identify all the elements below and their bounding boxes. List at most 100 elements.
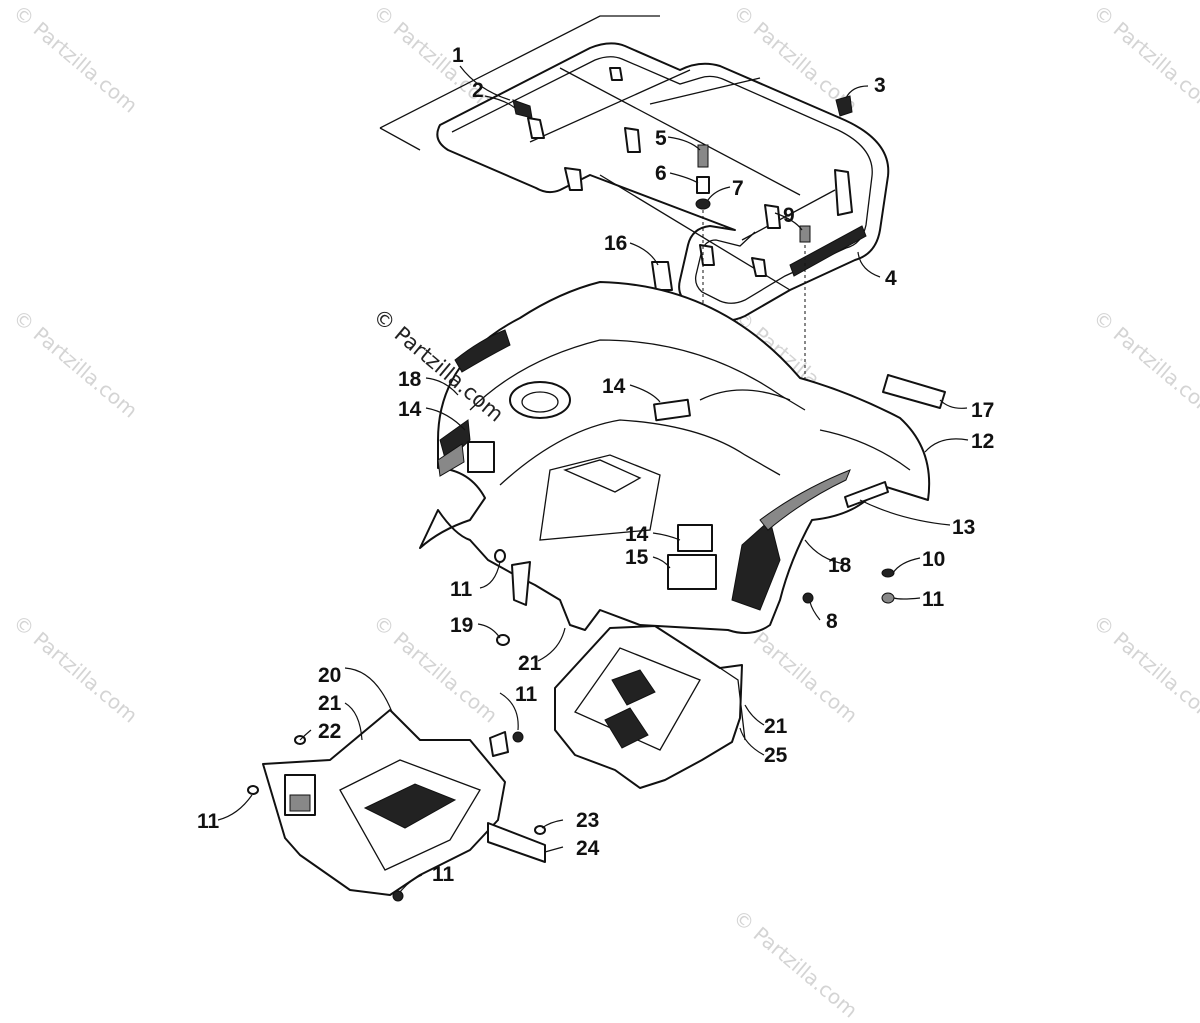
callout: 3: [874, 74, 886, 97]
rack-leg: [834, 169, 853, 216]
diagram-drawing: 1 2 3 4 5 6 7 9 16 17 12 13 10 11 18 8 1…: [197, 15, 994, 902]
callout: 8: [826, 610, 838, 633]
fender-graphic-18: [439, 419, 471, 463]
warning-decal-14: [467, 441, 495, 473]
fender-contour: [819, 429, 911, 471]
bracket-line: [379, 15, 660, 129]
rack-leg: [564, 167, 583, 191]
callout: 11: [515, 683, 538, 706]
washer-10: [881, 568, 895, 578]
callout: 5: [655, 127, 667, 150]
rack-clip: [512, 99, 533, 119]
callout: 14: [398, 398, 422, 421]
storage-compartment: [539, 454, 661, 541]
bracket-line: [379, 127, 421, 151]
nut-11: [512, 731, 524, 743]
spacer: [696, 176, 710, 194]
rack-cross-rail: [529, 69, 691, 143]
callout: 4: [885, 267, 897, 290]
footwell-floor: [339, 759, 481, 871]
callout: 16: [604, 232, 627, 255]
fender-bracket: [511, 561, 531, 606]
rack-cross-rail: [741, 189, 836, 241]
callout: 15: [625, 546, 649, 569]
callout: 21: [318, 692, 342, 715]
rack-plug: [835, 95, 853, 117]
callout: 14: [625, 523, 649, 546]
decal-17: [882, 374, 946, 409]
screw: [799, 225, 811, 243]
callout: 23: [576, 809, 599, 832]
warning-decal-14: [653, 398, 691, 422]
footwell-pad: [289, 794, 311, 812]
leader-lines: [217, 65, 969, 893]
fender-contour: [499, 419, 781, 486]
rear-rack: [379, 15, 890, 322]
decal-13: [844, 481, 889, 508]
callout: 14: [602, 375, 626, 398]
callout: 19: [450, 614, 473, 637]
rack-leg: [699, 244, 715, 266]
fender-contour: [699, 389, 791, 401]
nut-8: [802, 592, 814, 604]
callout: 2: [472, 79, 484, 102]
rack-leg: [751, 257, 767, 277]
bracket: [489, 731, 509, 757]
step-24: [487, 822, 546, 863]
callout: 21: [764, 715, 788, 738]
warning-decal-14: [677, 524, 713, 552]
callout: 22: [318, 720, 341, 743]
callout: 9: [783, 204, 795, 227]
nut-11: [494, 549, 506, 563]
callout: 10: [922, 548, 945, 571]
fender-graphic-18: [731, 519, 781, 611]
footwell-opening: [604, 707, 649, 749]
callout: 6: [655, 162, 667, 185]
callout: 11: [197, 810, 220, 833]
rack-leg: [609, 67, 623, 81]
callout: 13: [952, 516, 975, 539]
rear-fender: [419, 281, 931, 646]
callout: 11: [922, 588, 945, 611]
callout: 11: [432, 863, 455, 886]
callout: 20: [318, 664, 341, 687]
callout: 21: [518, 652, 542, 675]
rack-leg: [764, 204, 781, 229]
rack-leg: [527, 117, 545, 139]
callout: 24: [576, 837, 600, 860]
callout: 7: [732, 177, 744, 200]
fender-contour: [469, 339, 806, 411]
callout: 18: [398, 368, 422, 391]
callout: 18: [828, 554, 852, 577]
fender-cup: [509, 381, 571, 419]
nut: [695, 198, 711, 210]
nut-11: [247, 785, 259, 795]
footwell-body: [554, 625, 743, 789]
rack-cross-rail: [559, 67, 801, 196]
callout: 17: [971, 399, 994, 422]
bolt: [697, 144, 709, 168]
fender-graphic: [759, 469, 851, 531]
compartment-lid: [563, 459, 642, 493]
nut-11: [392, 890, 404, 902]
right-footwell: [554, 625, 746, 789]
callout: 1: [452, 44, 464, 67]
footwell-grating: [363, 783, 457, 829]
callout: 12: [971, 430, 994, 453]
callout: 25: [764, 744, 788, 767]
fender-graphic: [454, 329, 511, 373]
rack-cross-rail: [649, 77, 761, 105]
callout-labels: 1 2 3 4 5 6 7 9 16 17 12 13 10 11 18 8 1…: [197, 44, 994, 886]
fender-graphic-18: [437, 443, 465, 477]
left-footwell: [247, 709, 546, 902]
footwell-opening: [611, 669, 656, 706]
rack-leg: [624, 127, 641, 153]
decal-16: [651, 261, 673, 291]
parts-diagram: © Partzilla.com © Partzilla.com © Partzi…: [9, 0, 1200, 1023]
callout: 11: [450, 578, 473, 601]
rack-decal: [789, 225, 867, 277]
footwell-edge: [719, 667, 746, 741]
warning-decal-15: [667, 554, 717, 590]
nut-11: [881, 592, 895, 604]
fender-cup-inner: [521, 391, 559, 413]
